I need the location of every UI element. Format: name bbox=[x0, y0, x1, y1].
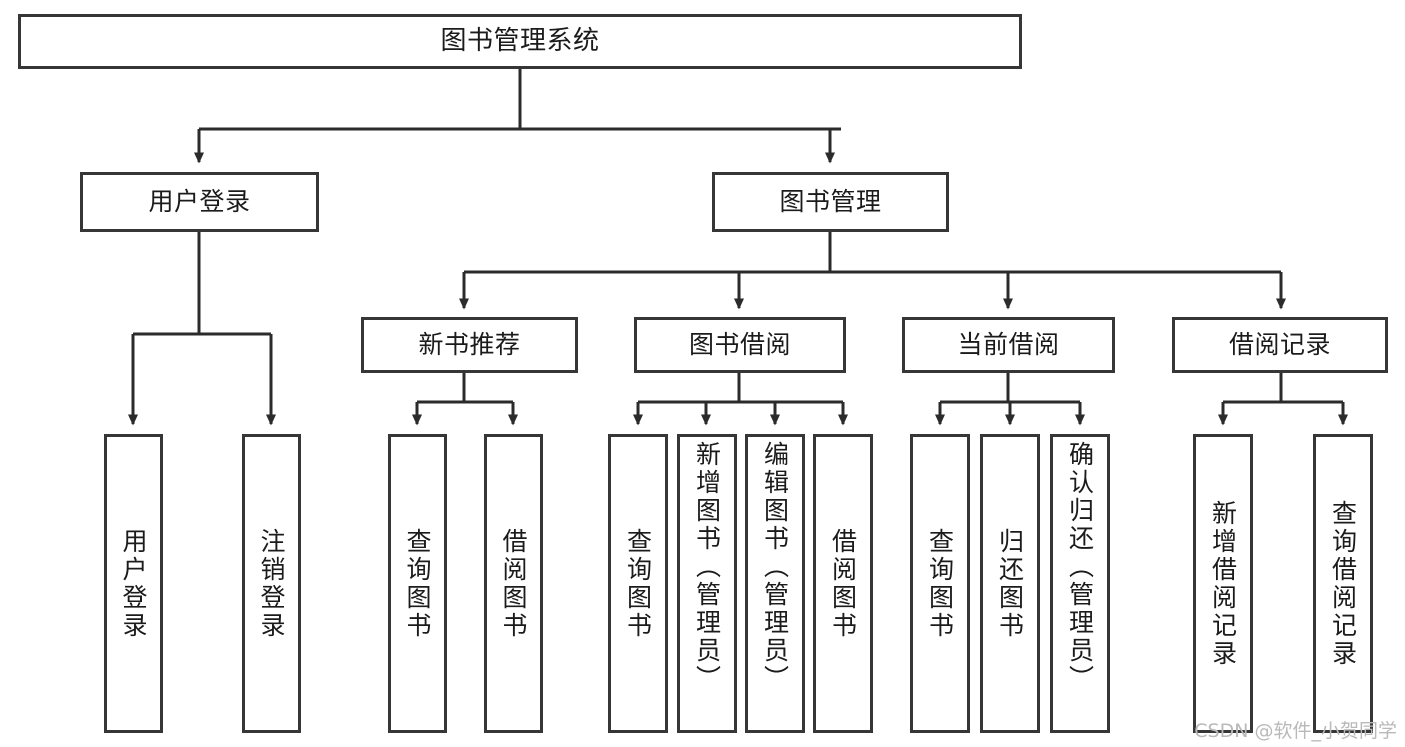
leaf-current-query-book[interactable]: 查询图书 bbox=[910, 434, 970, 733]
leaf-borrow-edit-book-admin[interactable]: 编辑图书（管理员） bbox=[745, 434, 805, 733]
leaf-record-add-record[interactable]: 新增借阅记录 bbox=[1193, 434, 1253, 733]
node-book-management[interactable]: 图书管理 bbox=[712, 172, 949, 232]
node-root[interactable]: 图书管理系统 bbox=[18, 14, 1022, 69]
node-user-login[interactable]: 用户登录 bbox=[80, 172, 319, 232]
node-new-book-recommend[interactable]: 新书推荐 bbox=[361, 317, 578, 373]
leaf-logout[interactable]: 注销登录 bbox=[242, 434, 301, 733]
leaf-newbook-borrow-book[interactable]: 借阅图书 bbox=[484, 434, 543, 733]
watermark: CSDN @软件_小贺同学 bbox=[1194, 720, 1397, 742]
leaf-current-confirm-return-admin[interactable]: 确认归还（管理员） bbox=[1050, 434, 1110, 733]
node-borrow-record[interactable]: 借阅记录 bbox=[1172, 317, 1388, 373]
leaf-user-login[interactable]: 用户登录 bbox=[104, 434, 163, 733]
node-book-borrow-label: 图书借阅 bbox=[688, 330, 791, 360]
node-book-management-label: 图书管理 bbox=[779, 187, 882, 217]
leaf-current-return-book[interactable]: 归还图书 bbox=[980, 434, 1040, 733]
leaf-borrow-borrow-book[interactable]: 借阅图书 bbox=[813, 434, 873, 733]
leaf-borrow-query-book[interactable]: 查询图书 bbox=[608, 434, 668, 733]
leaf-record-query-record-label: 查询借阅记录 bbox=[1328, 499, 1358, 668]
leaf-borrow-add-book-admin-label: 新增图书（管理员） bbox=[692, 441, 722, 693]
leaf-current-query-book-label: 查询图书 bbox=[925, 527, 955, 640]
node-root-label: 图书管理系统 bbox=[440, 26, 600, 57]
leaf-logout-label: 注销登录 bbox=[257, 527, 286, 640]
leaf-newbook-query-book-label: 查询图书 bbox=[403, 527, 432, 640]
node-new-book-recommend-label: 新书推荐 bbox=[418, 330, 521, 360]
leaf-current-confirm-return-admin-label: 确认归还（管理员） bbox=[1065, 441, 1095, 693]
node-book-borrow[interactable]: 图书借阅 bbox=[634, 317, 846, 373]
leaf-user-login-label: 用户登录 bbox=[119, 527, 148, 640]
leaf-current-return-book-label: 归还图书 bbox=[995, 527, 1025, 640]
leaf-record-query-record[interactable]: 查询借阅记录 bbox=[1313, 434, 1373, 733]
leaf-newbook-borrow-book-label: 借阅图书 bbox=[499, 527, 528, 640]
node-borrow-record-label: 借阅记录 bbox=[1228, 330, 1331, 360]
node-current-borrow-label: 当前借阅 bbox=[957, 330, 1060, 360]
leaf-borrow-edit-book-admin-label: 编辑图书（管理员） bbox=[760, 441, 790, 693]
leaf-borrow-add-book-admin[interactable]: 新增图书（管理员） bbox=[677, 434, 737, 733]
leaf-borrow-borrow-book-label: 借阅图书 bbox=[828, 527, 858, 640]
leaf-borrow-query-book-label: 查询图书 bbox=[623, 527, 653, 640]
node-current-borrow[interactable]: 当前借阅 bbox=[902, 317, 1115, 373]
leaf-record-add-record-label: 新增借阅记录 bbox=[1208, 499, 1238, 668]
leaf-newbook-query-book[interactable]: 查询图书 bbox=[388, 434, 447, 733]
node-user-login-label: 用户登录 bbox=[148, 187, 251, 217]
